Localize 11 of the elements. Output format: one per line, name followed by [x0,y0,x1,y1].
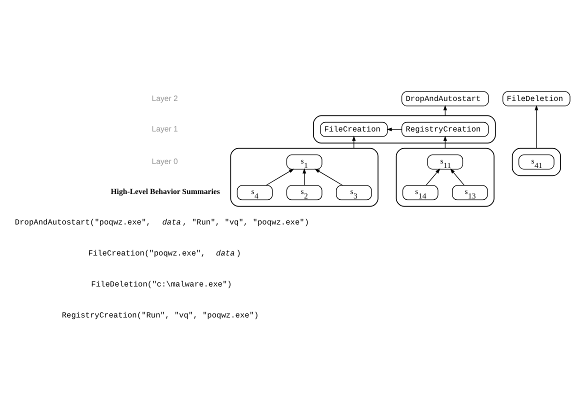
arrow [266,168,294,186]
arrow [386,127,402,131]
cluster [512,147,561,176]
arrow [450,168,465,186]
arrow [534,104,538,148]
arrow [302,168,306,186]
cluster [230,147,378,206]
arrow [426,168,440,186]
cluster [396,147,494,206]
arrow [314,168,343,186]
cluster [313,114,496,144]
